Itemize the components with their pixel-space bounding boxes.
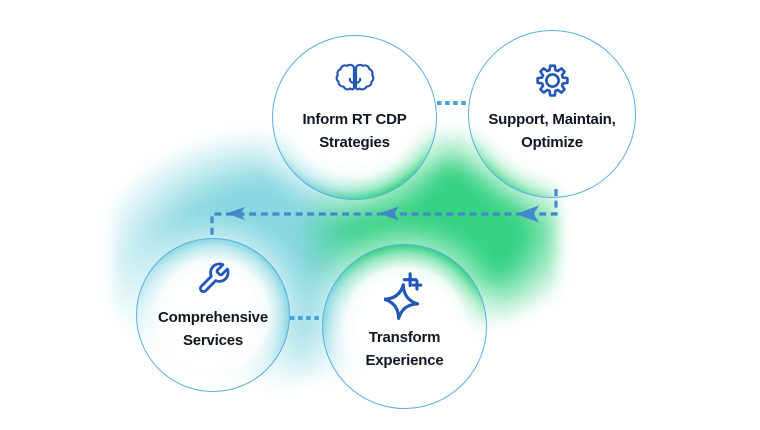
- gear-icon: [535, 64, 569, 97]
- brain-icon: [335, 63, 374, 91]
- node-label: Comprehensive Services: [158, 306, 268, 352]
- node-inform-rt-cdp-strategies: Inform RT CDP Strategies: [272, 35, 437, 200]
- node-label-line1: Comprehensive: [158, 309, 268, 326]
- node-label-line1: Support, Maintain,: [488, 111, 616, 128]
- node-label-line2: Services: [182, 332, 244, 349]
- node-label-line1: Inform RT CDP: [302, 111, 407, 128]
- wrench-icon: [198, 262, 229, 293]
- node-label-line2: Optimize: [521, 134, 583, 151]
- node-transform-experience: Transform Experience: [322, 244, 487, 409]
- node-label-line2: Experience: [365, 352, 444, 369]
- node-label-line1: Transform: [368, 329, 441, 346]
- node-label: Inform RT CDP Strategies: [302, 108, 406, 154]
- node-comprehensive-services: Comprehensive Services: [136, 238, 290, 392]
- node-label: Support, Maintain, Optimize: [488, 108, 615, 154]
- node-label-line2: Strategies: [319, 134, 390, 151]
- sparkle-icon: [383, 272, 422, 320]
- node-label: Transform Experience: [365, 326, 443, 372]
- node-support-maintain-optimize: Support, Maintain, Optimize: [468, 30, 636, 198]
